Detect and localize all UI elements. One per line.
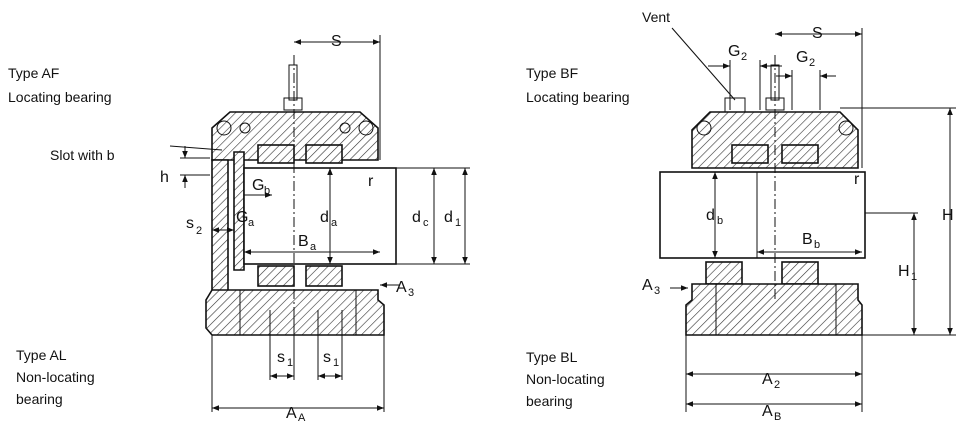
dim-s1-a: s 1 [277,349,293,369]
svg-text:G: G [236,209,248,226]
dim-g-b: G b [252,177,270,197]
svg-text:A: A [762,371,773,388]
svg-text:B: B [774,411,781,423]
dim-r-right: r [854,171,860,188]
svg-text:A: A [298,412,306,423]
dim-b-b: B b [802,231,820,251]
right-housing-drawing [659,55,866,336]
left-dimensions [169,35,470,412]
bearing-al-label: bearing [16,391,63,407]
vent-plug [724,97,746,113]
dim-d-b: d b [706,207,723,227]
dim-h: h [160,169,169,186]
dim-d-1: d 1 [444,209,461,229]
svg-text:d: d [706,207,715,224]
slot-label: Slot with b [50,147,115,163]
housing-base-left [205,289,385,336]
svg-text:A: A [286,405,297,422]
svg-text:1: 1 [287,357,293,369]
svg-text:b: b [264,185,270,197]
svg-text:s: s [277,349,285,366]
left-housing-drawing [205,55,397,380]
svg-text:1: 1 [911,271,917,283]
svg-text:1: 1 [455,217,461,229]
svg-text:2: 2 [809,57,815,69]
svg-text:1: 1 [333,357,339,369]
svg-text:a: a [310,241,317,253]
svg-text:A: A [396,279,407,296]
dim-s2: s 2 [186,215,202,237]
svg-text:2: 2 [774,379,780,391]
dim-g2-a: G 2 [728,43,747,63]
locating-bearing-af-label: Locating bearing [8,89,112,105]
svg-text:A: A [642,277,653,294]
svg-text:B: B [298,233,309,250]
dim-r-left: r [368,173,374,190]
non-locating-bl-label: Non-locating [526,371,605,387]
dim-s-right: S [812,25,823,42]
svg-text:2: 2 [741,51,747,63]
svg-text:b: b [814,239,820,251]
svg-text:s: s [186,215,194,232]
svg-text:H: H [898,263,910,280]
non-locating-al-label: Non-locating [16,369,95,385]
svg-text:a: a [331,217,338,229]
dim-s1-b: s 1 [323,349,339,369]
dim-a2: A 2 [762,371,780,391]
dim-d-a: d a [320,209,338,229]
svg-text:d: d [412,209,421,226]
bearing-bl-label: bearing [526,393,573,409]
dim-a3-left: A 3 [396,279,414,299]
dim-d-c: d c [412,209,429,229]
svg-text:d: d [320,209,329,226]
right-dimensions [670,27,956,412]
shaft-left [243,167,397,265]
type-bf-label: Type BF [526,65,578,81]
type-al-label: Type AL [16,347,67,363]
svg-text:G: G [252,177,264,194]
svg-text:d: d [444,209,453,226]
dim-g2-b: G 2 [796,49,815,69]
shaft-right [659,171,866,259]
svg-text:G: G [796,49,808,66]
svg-text:a: a [248,217,255,229]
svg-text:b: b [717,215,723,227]
svg-text:A: A [762,403,773,420]
svg-text:c: c [423,217,429,229]
svg-text:3: 3 [408,287,414,299]
dim-h: H [942,207,954,224]
svg-text:3: 3 [654,285,660,297]
eyebolt-left [288,64,298,101]
svg-text:B: B [802,231,813,248]
vent-label: Vent [642,9,670,25]
dim-b-a: B a [298,233,317,253]
dim-s-left: S [331,33,342,50]
locating-bearing-bf-label: Locating bearing [526,89,630,105]
dim-h1: H 1 [898,263,917,283]
type-af-label: Type AF [8,65,59,81]
dim-a-b: A B [762,403,781,423]
svg-text:2: 2 [196,225,202,237]
dim-g-a: G a [236,209,255,229]
svg-text:G: G [728,43,740,60]
type-bl-label: Type BL [526,349,578,365]
dim-a-a: A A [286,405,306,423]
svg-text:s: s [323,349,331,366]
dim-a3-right: A 3 [642,277,660,297]
